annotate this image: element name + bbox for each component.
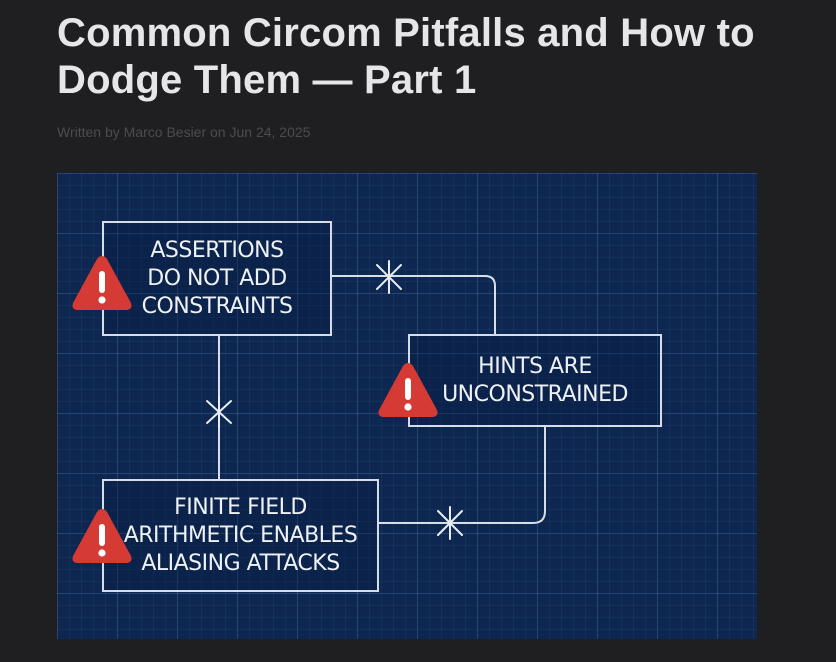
junction-star-left bbox=[206, 396, 232, 428]
warning-triangle-icon bbox=[378, 363, 438, 417]
junction-star-top bbox=[376, 260, 402, 294]
warning-triangle-icon bbox=[72, 509, 132, 563]
diagram-connectors bbox=[206, 260, 546, 540]
warning-triangle-icon bbox=[72, 256, 132, 310]
hero-diagram: ASSERTIONS DO NOT ADD CONSTRAINTS HINTS … bbox=[57, 173, 757, 639]
junction-star-bottom bbox=[437, 506, 463, 540]
pitfall-box-hints: HINTS ARE UNCONSTRAINED bbox=[408, 334, 662, 427]
author-name[interactable]: Marco Besier bbox=[123, 124, 207, 140]
connector-hints-finite-field bbox=[379, 427, 546, 524]
byline-on: on bbox=[210, 124, 226, 140]
byline: Written by Marco Besier on Jun 24, 2025 bbox=[57, 123, 310, 141]
pitfall-box-assertions: ASSERTIONS DO NOT ADD CONSTRAINTS bbox=[102, 221, 332, 336]
byline-prefix: Written by bbox=[57, 124, 120, 140]
pitfall-box-finite-field: FINITE FIELD ARITHMETIC ENABLES ALIASING… bbox=[102, 479, 379, 592]
connector-assertions-hints bbox=[332, 275, 496, 335]
publish-date: Jun 24, 2025 bbox=[229, 124, 311, 140]
article-title: Common Circom Pitfalls and How to Dodge … bbox=[57, 11, 755, 102]
